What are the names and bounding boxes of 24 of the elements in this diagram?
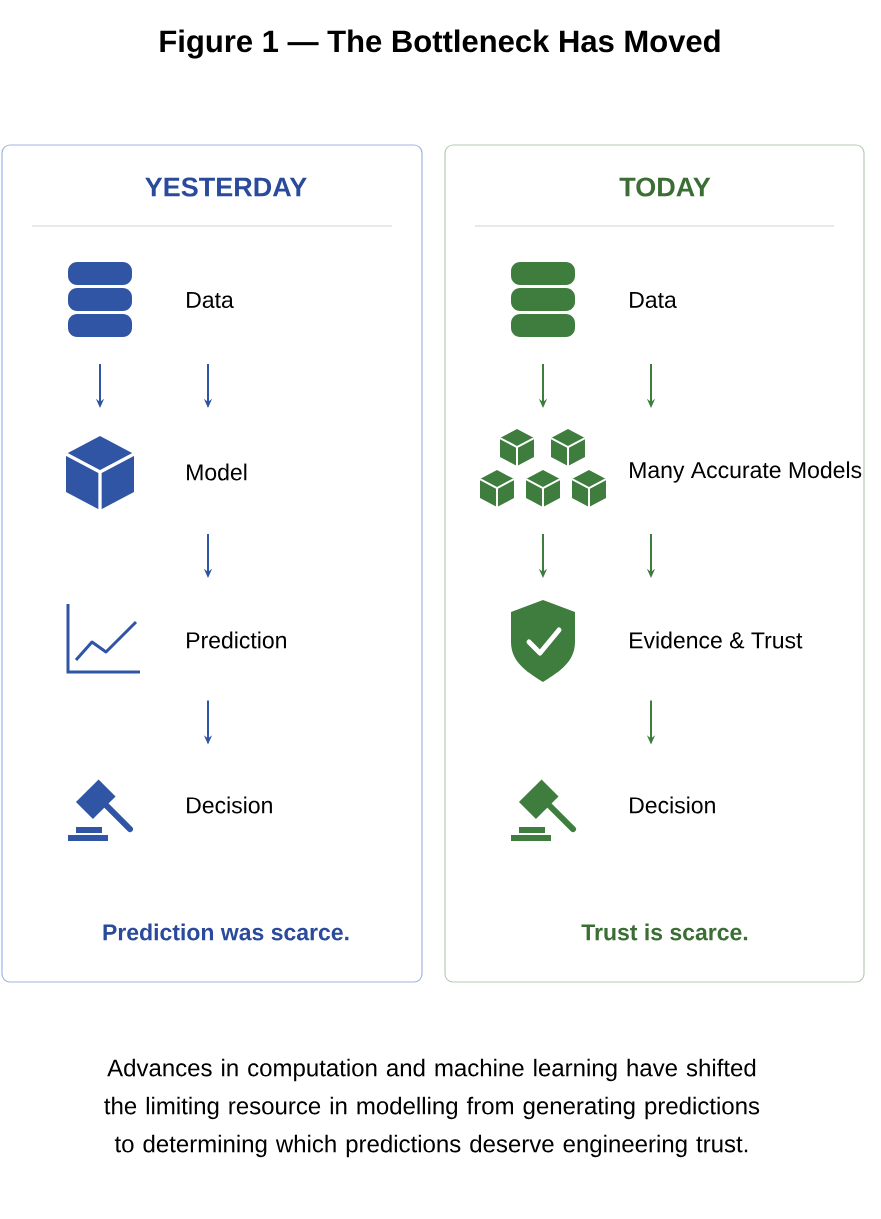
cubes-icon <box>479 429 607 508</box>
step-label: Decision <box>630 796 715 814</box>
panel-footer-text: Prediction was scarce. <box>103 923 349 941</box>
step-label: Decision <box>187 796 272 814</box>
database-icon <box>511 262 575 337</box>
line-chart-icon <box>66 604 140 674</box>
step-label: Many Accurate Models <box>630 461 862 483</box>
step-label: Evidence & Trust <box>630 631 803 649</box>
cube-icon <box>64 436 136 512</box>
panel-footer-text: Trust is scarce. <box>581 923 748 941</box>
panel-heading: YESTERDAY <box>145 177 307 197</box>
panel <box>1 144 423 983</box>
caption: Advances in computation and machine learning have shifted the limiting resource in modelling from generating predictions to determining which predictions deserve engineering trust. <box>104 1058 760 1158</box>
gavel-icon <box>68 779 133 841</box>
shield-check-icon <box>511 600 575 682</box>
step-label: Prediction <box>187 631 286 649</box>
panel <box>444 144 865 983</box>
panel-heading: TODAY <box>619 177 711 197</box>
step-label: Data <box>630 292 677 309</box>
step-label: Data <box>187 292 234 309</box>
figure-title: Figure 1 — The Bottleneck Has Moved <box>160 29 720 59</box>
gavel-icon <box>511 779 576 841</box>
step-label: Model <box>187 463 247 481</box>
database-icon <box>68 262 132 337</box>
